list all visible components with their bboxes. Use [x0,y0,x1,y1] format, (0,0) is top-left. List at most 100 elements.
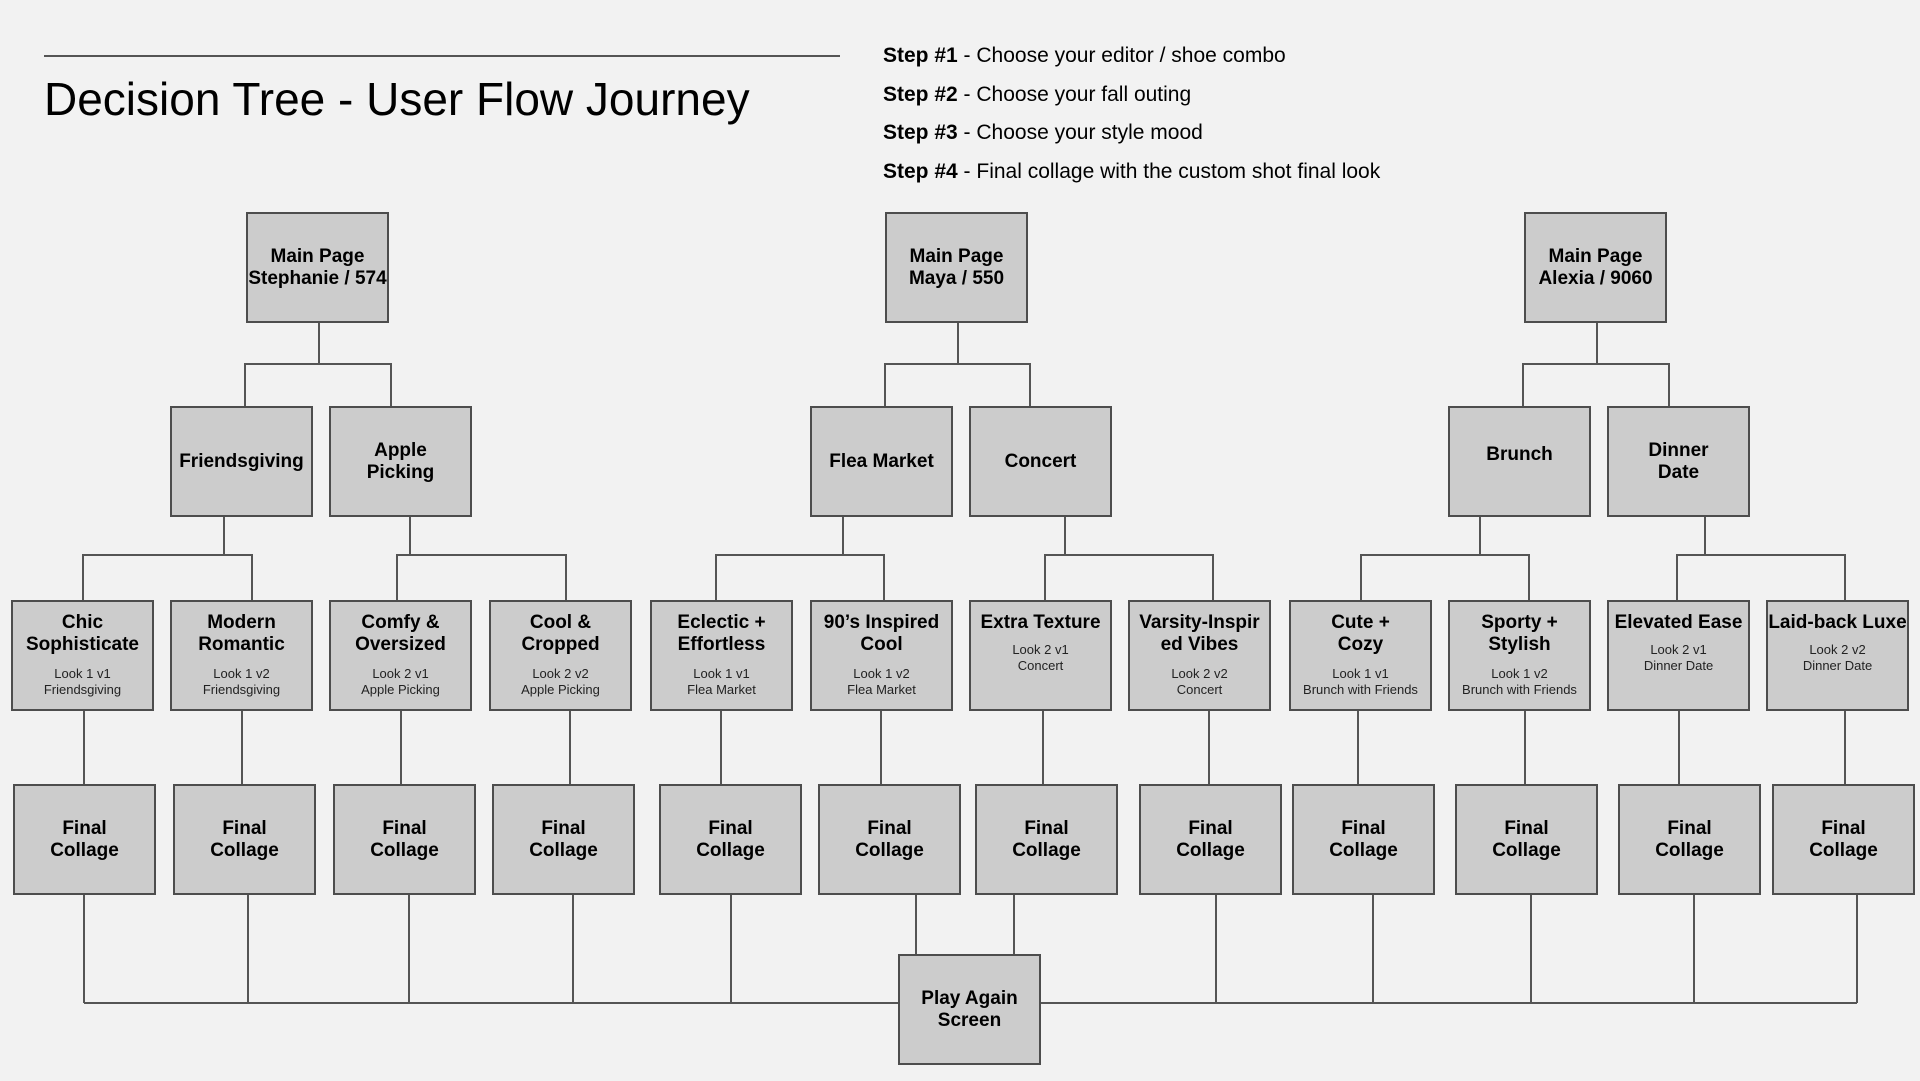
connector [244,323,320,406]
node-title: Eclectic + Effortless [677,612,766,655]
node-subtitle: Look 2 v2 Apple Picking [521,666,600,697]
outing-dinner-date[interactable]: Dinner Date [1607,406,1750,517]
connector [1044,517,1066,600]
step-1-text: - Choose your editor / shoe combo [957,44,1286,67]
outing-apple-picking[interactable]: Apple Picking [329,406,472,517]
node-subtitle: Look 1 v1 Brunch with Friends [1303,666,1418,697]
final-collage-node[interactable]: Final Collage [333,784,476,895]
connector [1522,323,1598,406]
outing-brunch[interactable]: Brunch [1448,406,1591,517]
connector [715,517,844,600]
node-subtitle: Look 2 v2 Dinner Date [1802,642,1873,673]
connector [224,554,253,600]
node-title: Final Collage [1809,817,1878,861]
node-subtitle: Look 2 v1 Apple Picking [361,666,440,697]
page-title: Decision Tree - User Flow Journey [44,73,750,125]
node-title: Main Page Maya / 550 [908,245,1005,289]
outing-flea-market[interactable]: Flea Market [810,406,953,517]
final-collage-node[interactable]: Final Collage [659,784,802,895]
node-title: Final Collage [370,817,439,861]
node-title: Final Collage [210,817,279,861]
connector [1065,554,1214,600]
node-title: Varsity-Inspir ed Vibes [1139,612,1260,655]
step-2-label: Step #2 [883,82,958,106]
node-title: Brunch [1486,444,1553,465]
connector [1705,554,1846,600]
node-title: Extra Texture [980,612,1101,633]
final-collage-node[interactable]: Final Collage [1292,784,1435,895]
node-title: Cute + Cozy [1331,612,1390,655]
connector [410,554,567,600]
step-4-label: Step #4 [883,159,958,183]
node-subtitle: Look 1 v2 Friendsgiving [202,666,281,697]
node-title: Final Collage [1012,817,1081,861]
connector [319,363,392,406]
node-title: Main Page Stephanie / 574 [248,245,387,289]
title-rule [44,55,840,57]
node-title: Dinner Date [1648,439,1709,483]
step-3-label: Step #3 [883,121,958,144]
play-again-screen[interactable]: Play Again Screen [898,954,1041,1065]
node-title: Final Collage [1329,817,1398,861]
node-title: Friendsgiving [179,450,304,472]
step-3: Step #3 - Choose your style mood [883,118,1380,157]
final-collage-node[interactable]: Final Collage [173,784,316,895]
node-title: Final Collage [50,817,119,861]
outing-friendsgiving[interactable]: Friendsgiving [170,406,313,517]
node-subtitle: Look 1 v2 Flea Market [847,666,916,697]
final-collage-node[interactable]: Final Collage [1618,784,1761,895]
node-title: Comfy & Oversized [355,612,446,655]
connector [396,517,411,600]
final-collage-node[interactable]: Final Collage [492,784,635,895]
step-2-text: - Choose your fall outing [957,82,1192,106]
final-collage-node[interactable]: Final Collage [1139,784,1282,895]
node-title: Chic Sophisticate [26,612,139,655]
node-subtitle: Look 1 v2 Brunch with Friends [1462,666,1577,697]
main-page-alexia[interactable]: Main Page Alexia / 9060 [1524,212,1667,323]
connector [843,554,885,600]
node-title: Concert [1004,450,1077,472]
step-4-text: - Final collage with the custom shot fin… [957,159,1381,183]
outing-concert[interactable]: Concert [969,406,1112,517]
main-page-stephanie[interactable]: Main Page Stephanie / 574 [246,212,389,323]
step-2: Step #2 - Choose your fall outing [883,80,1380,119]
connector [82,517,225,600]
node-title: Final Collage [855,817,924,861]
node-title: Flea Market [829,450,934,472]
connector [958,363,1031,406]
node-title: Final Collage [1176,817,1245,861]
node-subtitle: Look 1 v1 Friendsgiving [43,666,122,697]
connector [1597,363,1670,406]
step-4: Step #4 - Final collage with the custom … [883,157,1380,196]
final-collage-node[interactable]: Final Collage [1772,784,1915,895]
node-title: Cool & Cropped [521,612,600,655]
connector [884,323,959,406]
final-collage-node[interactable]: Final Collage [13,784,156,895]
final-collage-node[interactable]: Final Collage [975,784,1118,895]
main-page-maya[interactable]: Main Page Maya / 550 [885,212,1028,323]
steps-legend: Step #1 - Choose your editor / shoe comb… [883,41,1380,195]
node-title: Final Collage [529,817,598,861]
node-title: 90’s Inspired Cool [823,612,940,655]
node-title: Final Collage [1655,817,1724,861]
node-title: Final Collage [1492,817,1561,861]
connector [1676,517,1706,600]
node-subtitle: Look 2 v1 Concert [1012,642,1069,673]
final-collage-node[interactable]: Final Collage [818,784,961,895]
step-1: Step #1 - Choose your editor / shoe comb… [883,41,1380,80]
final-collage-node[interactable]: Final Collage [1455,784,1598,895]
node-title: Sporty + Stylish [1481,612,1558,655]
